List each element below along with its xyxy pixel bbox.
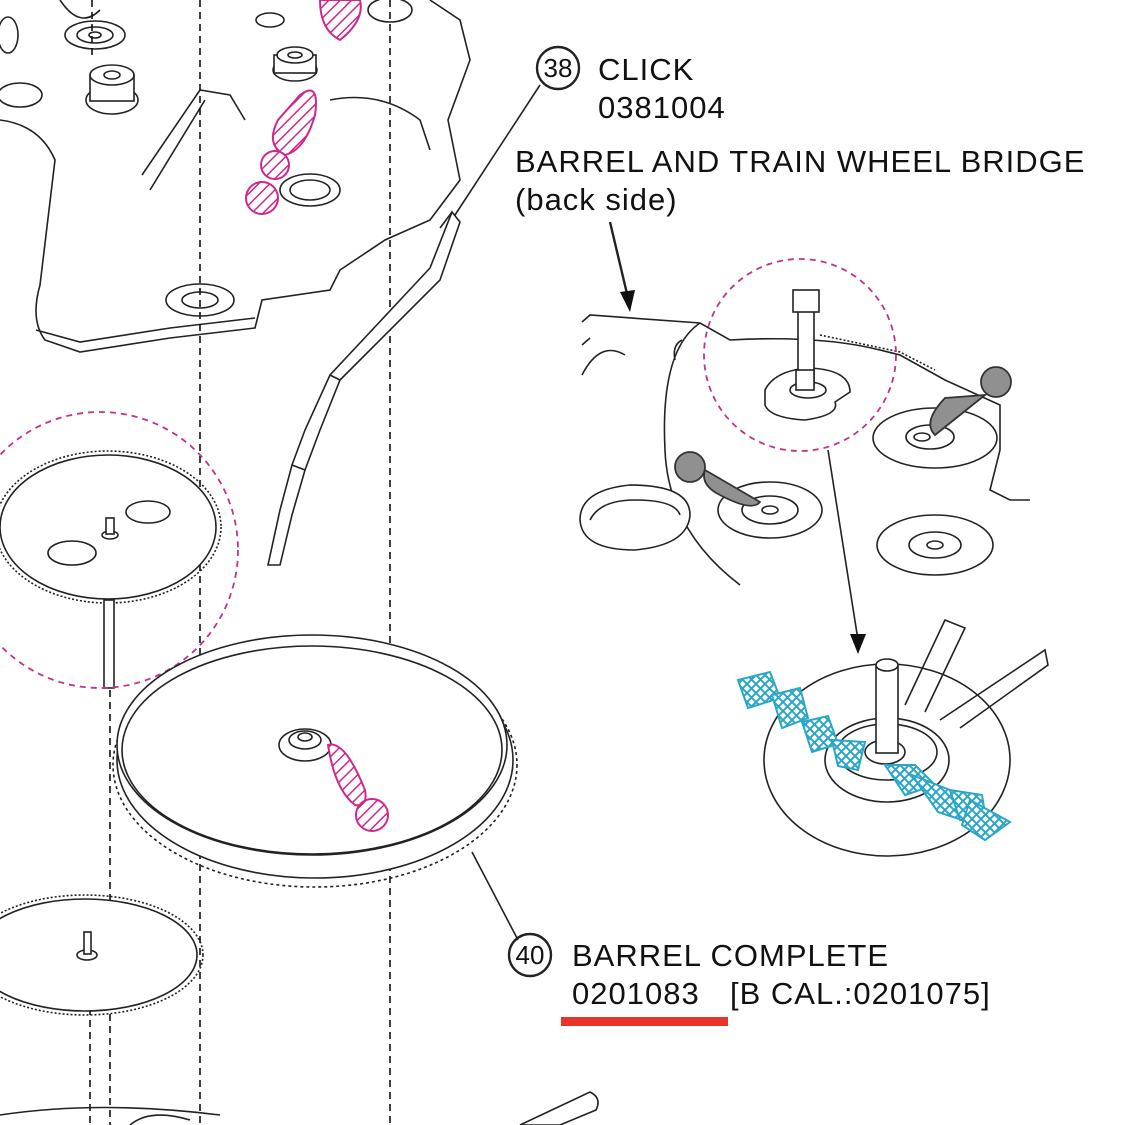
intermediate-wheel: [0, 450, 222, 689]
barrel-name: BARREL COMPLETE: [572, 938, 889, 973]
barrel-leader-line: [471, 851, 519, 941]
zoom-leader-line: [827, 449, 859, 641]
lubricant-hatch-icon: [245, 0, 362, 215]
mainplate-fragment: [0, 0, 471, 353]
bottom-fragments: [0, 1091, 599, 1125]
lubricant-hatch-icon: [326, 743, 389, 832]
click-ref-number: 38: [544, 53, 573, 83]
barrel-callout: 40 BARREL COMPLETE 0201083 [B CAL.:02010…: [507, 932, 991, 1026]
bottom-wheel: [0, 894, 204, 1016]
grease-crosshatch-icon: [736, 670, 1012, 842]
bridge-callout: BARREL AND TRAIN WHEEL BRIDGE (back side…: [515, 144, 1085, 217]
barrel-alt-code: [B CAL.:0201075]: [730, 976, 991, 1011]
oil-drop-icon: [674, 366, 1012, 507]
bridge-back-side-detail: [579, 289, 1030, 586]
highlight-underline: [561, 1017, 728, 1026]
bridge-label-arrow: [608, 221, 630, 299]
click-leader-line: [454, 84, 541, 216]
click-part-drawing: [267, 210, 461, 566]
zoom-circle-bridge: [703, 258, 897, 452]
zoom-circle-left: [0, 411, 239, 689]
bridge-title: BARREL AND TRAIN WHEEL BRIDGE: [515, 144, 1085, 179]
bridge-subtitle: (back side): [515, 182, 678, 217]
ref-number-circle: [507, 932, 553, 978]
barrel-ref-number: 40: [516, 940, 545, 970]
click-code: 0381004: [598, 90, 726, 125]
barrel-complete-drawing: [112, 634, 518, 888]
click-callout: 38 CLICK 0381004: [535, 45, 726, 125]
click-name: CLICK: [598, 52, 694, 87]
barrel-code: 0201083: [572, 976, 700, 1011]
ref-number-circle: [535, 45, 581, 91]
zoom-arrowhead: [850, 634, 866, 654]
